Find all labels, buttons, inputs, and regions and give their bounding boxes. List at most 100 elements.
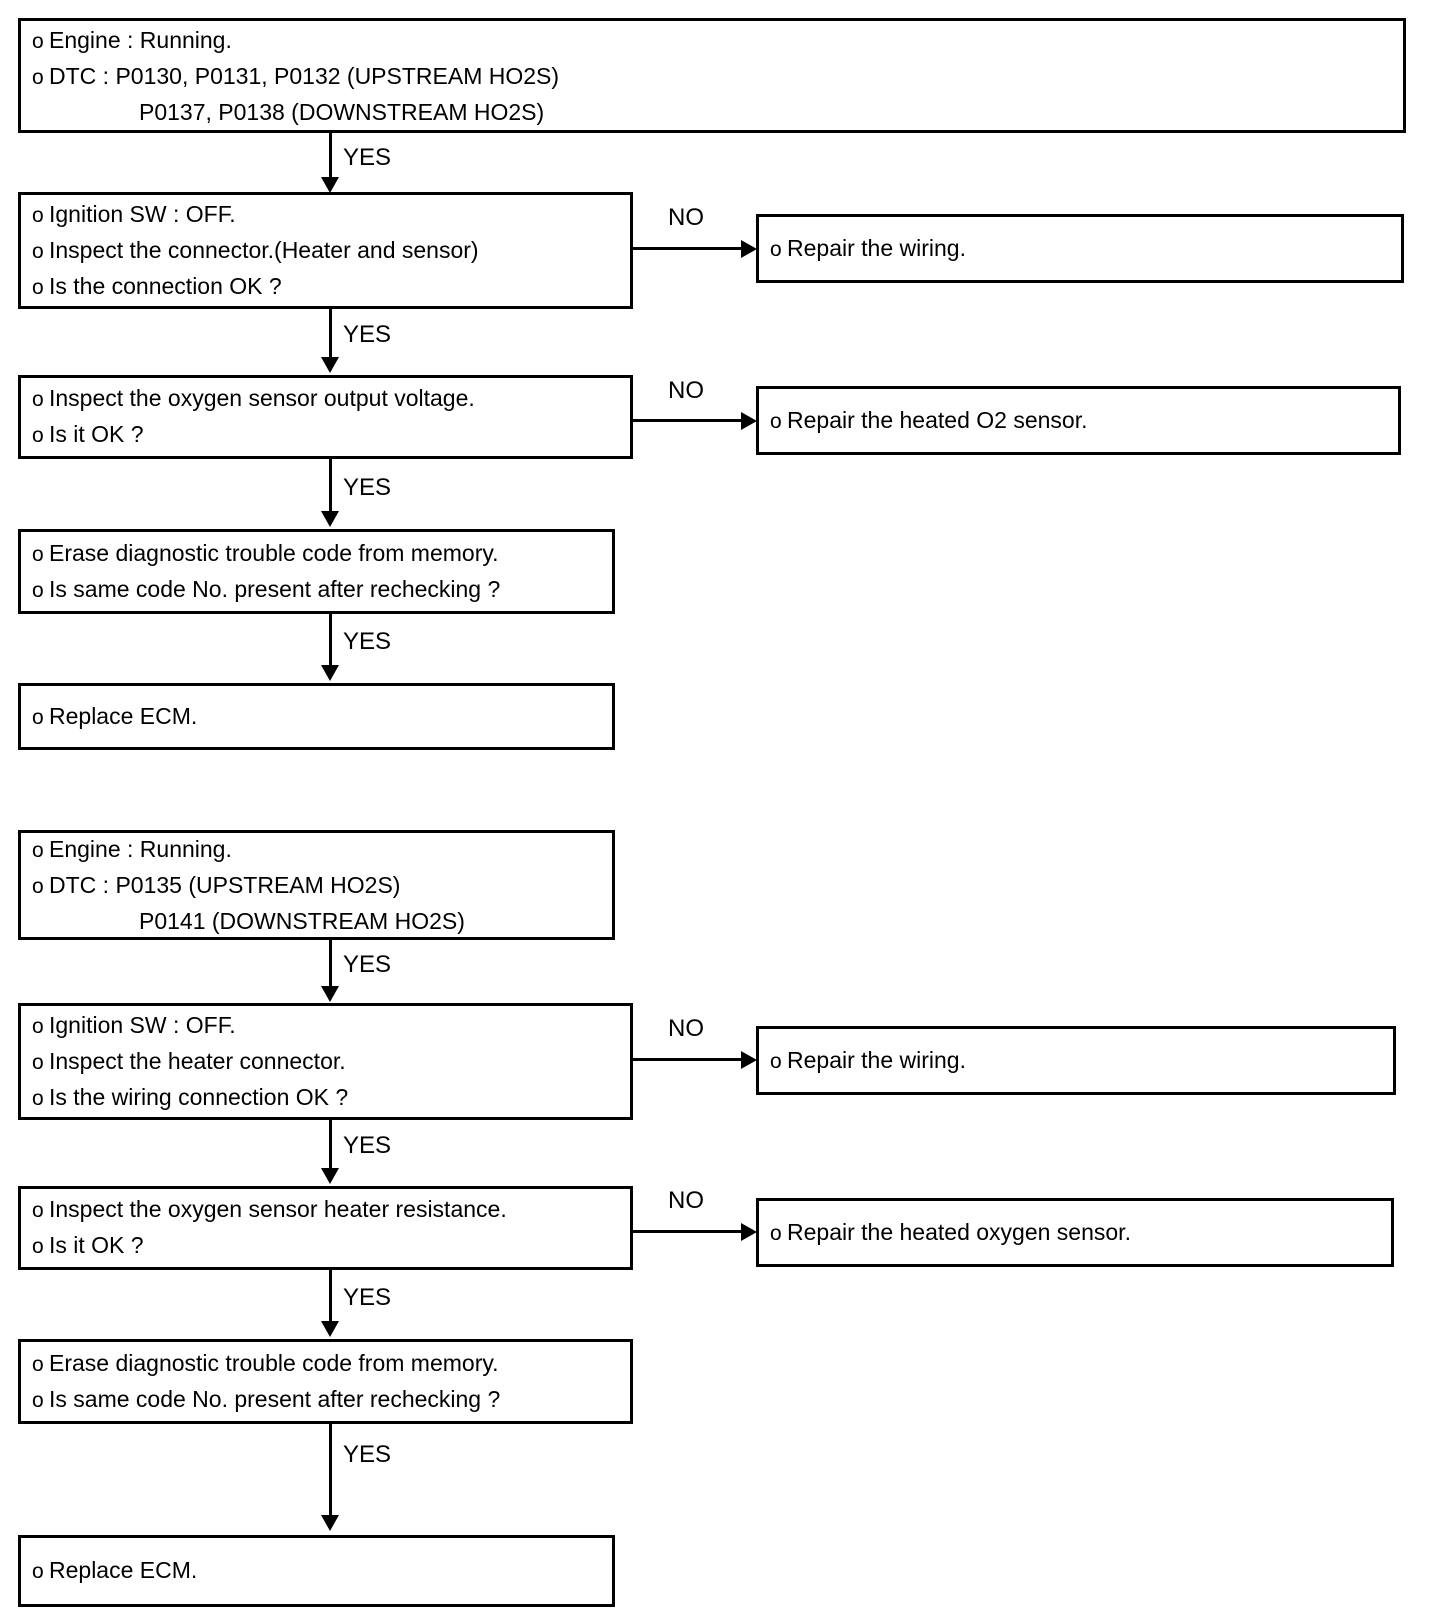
bullet-glyph: o <box>770 237 782 261</box>
node-line-text: Ignition SW : OFF. <box>49 200 236 227</box>
connector-s1-e2 <box>329 309 332 359</box>
node-s1-step2-no: o Repair the heated O2 sensor. <box>756 386 1401 455</box>
node-line-text: Engine : Running. <box>49 26 232 53</box>
node-s1-step3: o Erase diagnostic trouble code from mem… <box>18 529 615 614</box>
node-s2-step3: o Erase diagnostic trouble code from mem… <box>18 1339 633 1424</box>
node-s1-step1-no: o Repair the wiring. <box>756 214 1404 283</box>
arrowhead-s2-e3 <box>321 1321 339 1337</box>
node-line: o Repair the wiring. <box>759 231 1401 267</box>
edge-label-s1-e4: YES <box>343 628 392 655</box>
bullet-glyph: o <box>32 1388 44 1412</box>
node-line-text: Is same code No. present after recheckin… <box>49 1385 501 1412</box>
arrowhead-s2-e6 <box>741 1223 757 1241</box>
bullet-glyph: o <box>32 1199 44 1222</box>
node-s2-step1: o Ignition SW : OFF. o Inspect the heate… <box>18 1003 633 1120</box>
node-line-text: P0137, P0138 (DOWNSTREAM HO2S) <box>139 98 545 125</box>
bullet-glyph: o <box>32 1235 44 1258</box>
connector-s1-e1 <box>329 133 332 179</box>
node-line: o Erase diagnostic trouble code from mem… <box>21 536 612 572</box>
node-s1-step2: o Inspect the oxygen sensor output volta… <box>18 375 633 459</box>
bullet-glyph: o <box>32 65 44 89</box>
node-s2-end: o Replace ECM. <box>18 1535 615 1607</box>
bullet-glyph: o <box>32 705 44 729</box>
connector-s2-e2 <box>329 1120 332 1170</box>
arrowhead-s1-e5 <box>741 240 757 258</box>
bullet-glyph: o <box>32 1014 44 1038</box>
connector-s2-e3 <box>329 1270 332 1323</box>
arrowhead-s2-e5 <box>741 1051 757 1069</box>
node-line-text: Ignition SW : OFF. <box>49 1011 236 1038</box>
connector-s1-e4 <box>329 614 332 667</box>
arrowhead-s2-e4 <box>321 1515 339 1531</box>
edge-label-s1-e2: YES <box>343 321 392 348</box>
node-line-text: Engine : Running. <box>49 836 232 862</box>
node-line-text: Repair the heated oxygen sensor. <box>787 1218 1131 1245</box>
node-line-text: Inspect the oxygen sensor output voltage… <box>49 385 475 411</box>
bullet-glyph: o <box>32 203 44 227</box>
node-s1-end: o Replace ECM. <box>18 683 615 750</box>
node-line: o Is same code No. present after recheck… <box>21 1382 630 1418</box>
node-line: o Inspect the oxygen sensor heater resis… <box>21 1192 630 1228</box>
bullet-glyph: o <box>32 388 44 411</box>
connector-s2-e6 <box>633 1230 743 1233</box>
node-line-text: Repair the wiring. <box>787 1046 966 1073</box>
bullet-glyph: o <box>32 578 44 602</box>
node-line-text: Is it OK ? <box>49 1232 144 1258</box>
node-line: o DTC : P0135 (UPSTREAM HO2S) <box>21 868 612 904</box>
node-line-text: Inspect the heater connector. <box>49 1047 346 1074</box>
node-line-text: Replace ECM. <box>49 1557 198 1583</box>
arrowhead-s1-e2 <box>321 357 339 373</box>
edge-label-s2-e5: NO <box>668 1015 704 1042</box>
node-line-text: Repair the heated O2 sensor. <box>787 406 1088 433</box>
arrowhead-s1-e4 <box>321 665 339 681</box>
node-line: o Engine : Running. <box>21 23 1403 59</box>
node-line: o Repair the wiring. <box>759 1043 1393 1079</box>
node-s1-start: o Engine : Running. o DTC : P0130, P0131… <box>18 18 1406 133</box>
bullet-glyph: o <box>32 29 44 53</box>
node-line-text: Inspect the oxygen sensor heater resista… <box>49 1196 507 1222</box>
node-line: o Ignition SW : OFF. <box>21 197 630 233</box>
node-line-text: Erase diagnostic trouble code from memor… <box>49 1349 499 1376</box>
bullet-glyph: o <box>770 1049 782 1073</box>
node-line: o Inspect the oxygen sensor output volta… <box>21 381 630 417</box>
node-line: P0141 (DOWNSTREAM HO2S) <box>21 904 612 938</box>
node-s2-step1-no: o Repair the wiring. <box>756 1026 1396 1095</box>
node-line-text: DTC : P0135 (UPSTREAM HO2S) <box>49 872 401 898</box>
node-line: o Ignition SW : OFF. <box>21 1008 630 1044</box>
arrowhead-s1-e1 <box>321 177 339 193</box>
node-line: o Is it OK ? <box>21 1228 630 1264</box>
node-line: o Inspect the heater connector. <box>21 1044 630 1080</box>
node-line: o Is the wiring connection OK ? <box>21 1080 630 1116</box>
bullet-glyph: o <box>32 424 44 447</box>
edge-label-s1-e6: NO <box>668 377 704 404</box>
edge-label-s1-e3: YES <box>343 474 392 501</box>
arrowhead-s1-e6 <box>741 412 757 430</box>
edge-label-s1-e1: YES <box>343 144 392 171</box>
node-line: P0137, P0138 (DOWNSTREAM HO2S) <box>21 95 1403 129</box>
node-line: o Is the connection OK ? <box>21 269 630 305</box>
bullet-glyph: o <box>32 542 44 566</box>
node-line-text: Is the wiring connection OK ? <box>49 1083 349 1110</box>
connector-s2-e1 <box>329 940 332 988</box>
node-line: o Engine : Running. <box>21 832 612 868</box>
node-line-text: P0141 (DOWNSTREAM HO2S) <box>139 908 465 934</box>
edge-label-s2-e3: YES <box>343 1284 392 1311</box>
bullet-glyph: o <box>32 275 44 299</box>
edge-label-s2-e6: NO <box>668 1187 704 1214</box>
edge-label-s2-e4: YES <box>343 1441 392 1468</box>
node-line-text: Erase diagnostic trouble code from memor… <box>49 539 499 566</box>
node-line: o Repair the heated O2 sensor. <box>759 403 1398 439</box>
connector-s1-e6 <box>633 419 743 422</box>
connector-s2-e4 <box>329 1424 332 1517</box>
node-line-text: Inspect the connector.(Heater and sensor… <box>49 236 479 263</box>
bullet-glyph: o <box>32 1050 44 1074</box>
arrowhead-s1-e3 <box>321 511 339 527</box>
edge-label-s2-e1: YES <box>343 951 392 978</box>
node-s2-step2-no: o Repair the heated oxygen sensor. <box>756 1198 1394 1267</box>
bullet-glyph: o <box>32 875 44 898</box>
node-s1-step1: o Ignition SW : OFF. o Inspect the conne… <box>18 192 633 309</box>
node-line-text: Is it OK ? <box>49 421 144 447</box>
bullet-glyph: o <box>32 239 44 263</box>
node-line: o Replace ECM. <box>21 699 612 735</box>
edge-label-s1-e5: NO <box>668 204 704 231</box>
